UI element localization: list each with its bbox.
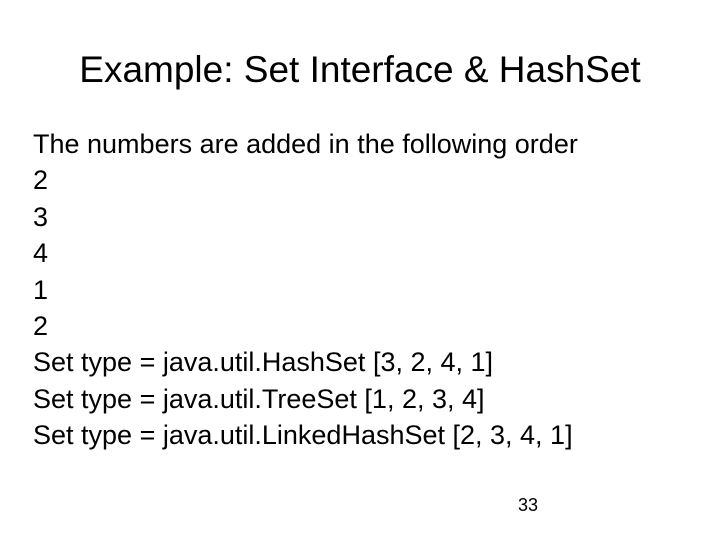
body-line-hashset-output: Set type = java.util.HashSet [3, 2, 4, 1… bbox=[33, 347, 494, 378]
body-line-number-5: 2 bbox=[33, 311, 49, 342]
body-line-intro: The numbers are added in the following o… bbox=[33, 129, 578, 159]
slide-body: The numbers are added in the following o… bbox=[33, 126, 693, 454]
body-line-treeset-output: Set type = java.util.TreeSet [1, 2, 3, 4… bbox=[33, 383, 485, 414]
page-title: Example: Set Interface & HashSet bbox=[79, 49, 641, 90]
page-number: 33 bbox=[518, 495, 539, 515]
body-line-number-3: 4 bbox=[33, 238, 49, 269]
body-line-number-2: 3 bbox=[33, 201, 49, 232]
body-line-number-1: 2 bbox=[33, 165, 49, 196]
body-line-number-4: 1 bbox=[33, 274, 49, 305]
body-line-linkedhashset-output: Set type = java.util.LinkedHashSet [2, 3… bbox=[33, 420, 573, 451]
